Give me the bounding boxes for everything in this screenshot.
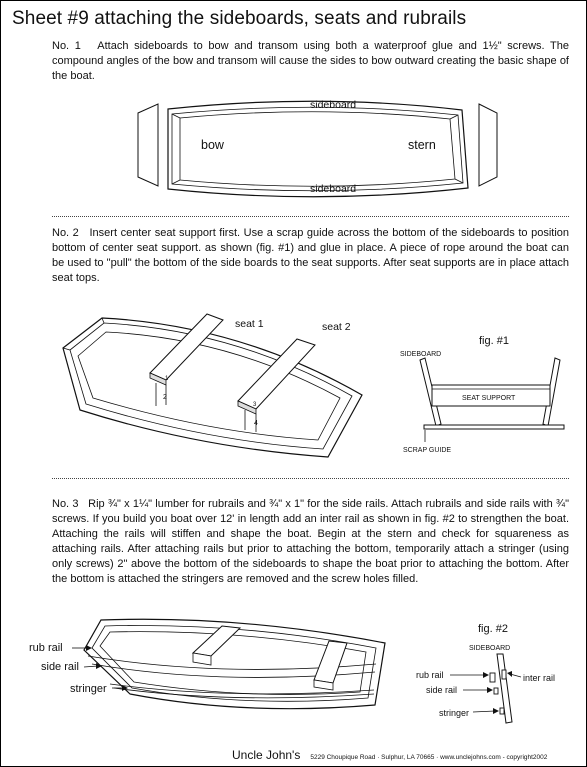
- fig-2-inter-rail-block: [493, 687, 499, 695]
- fig-2-stringer-label: stringer: [439, 708, 469, 718]
- top-sideboard-label: sideboard: [310, 99, 356, 111]
- step-3-paragraph: No. 3 Rip ¾" x 1¼" lumber for rubrails a…: [52, 497, 569, 587]
- bow-label: bow: [201, 138, 225, 152]
- fig-1-sideboard-label: SIDEBOARD: [400, 351, 441, 358]
- fig-1-scrap-guide: [423, 424, 565, 430]
- bottom-sideboard-label: sideboard: [310, 183, 356, 195]
- step-1-text: Attach sideboards to bow and transom usi…: [52, 40, 570, 82]
- transom-piece: [478, 103, 498, 187]
- seat-mark-4: 4: [254, 420, 258, 427]
- seat-mark-2: 2: [163, 394, 167, 401]
- fig-2-rub-rail-block: [489, 672, 496, 683]
- fig-2-title: fig. #2: [478, 623, 508, 635]
- bow-piece: [137, 103, 159, 187]
- seat-2-label: seat 2: [322, 321, 351, 333]
- step-3-number: No. 3: [52, 498, 79, 510]
- boat-hull-rails: [83, 618, 386, 710]
- footer-address: 5229 Choupique Road · Sulphur, LA 70665 …: [310, 754, 548, 761]
- boat-hull: [62, 317, 363, 458]
- fig-1-scrap-guide-label: SCRAP GUIDE: [403, 447, 451, 454]
- step-3-text: Rip ¾" x 1¼" lumber for rubrails and ¾" …: [52, 498, 569, 585]
- side-rail-label: side rail: [41, 661, 79, 673]
- hull-outline: [167, 100, 469, 198]
- fig-1-seat-support: [431, 384, 551, 407]
- seat-mark-3: 3: [253, 402, 257, 408]
- footer-brand: Uncle John's: [232, 748, 301, 762]
- fig-2-sideboard-label: SIDEBOARD: [469, 645, 510, 652]
- page-title: Sheet #9 attaching the sideboards, seats…: [12, 8, 467, 29]
- rub-rail-label: rub rail: [29, 642, 63, 654]
- divider-1: [52, 216, 569, 217]
- fig-2-inter-rail-label: inter rail: [523, 673, 555, 683]
- fig-1-left-sideboard: [419, 357, 442, 427]
- stringer-label: stringer: [70, 683, 107, 695]
- fig-1-seat-support-label: SEAT SUPPORT: [462, 395, 516, 402]
- fig-2-side-rail-block: [501, 669, 507, 680]
- step-1-number: No. 1: [52, 40, 81, 52]
- stringer-line: [109, 683, 375, 695]
- footer: Uncle John's 5229 Choupique Road · Sulph…: [232, 748, 547, 762]
- seat-mark-1: 1: [165, 376, 169, 382]
- fig-2-stringer-block: [499, 707, 505, 715]
- fig-2-sideboard: [496, 653, 513, 724]
- stern-label: stern: [408, 138, 436, 152]
- step-2-paragraph: No. 2 Insert center seat support first. …: [52, 226, 569, 286]
- fig-2-rub-rail-label: rub rail: [416, 670, 444, 680]
- seat-1-label: seat 1: [235, 318, 264, 330]
- step-2-number: No. 2: [52, 227, 79, 239]
- step-1-paragraph: No. 1 Attach sideboards to bow and trans…: [52, 39, 569, 84]
- fig-2-side-rail-label: side rail: [426, 685, 457, 695]
- fig-1-title: fig. #1: [479, 335, 509, 347]
- step-2-text: Insert center seat support first. Use a …: [52, 227, 570, 284]
- divider-2: [52, 478, 569, 479]
